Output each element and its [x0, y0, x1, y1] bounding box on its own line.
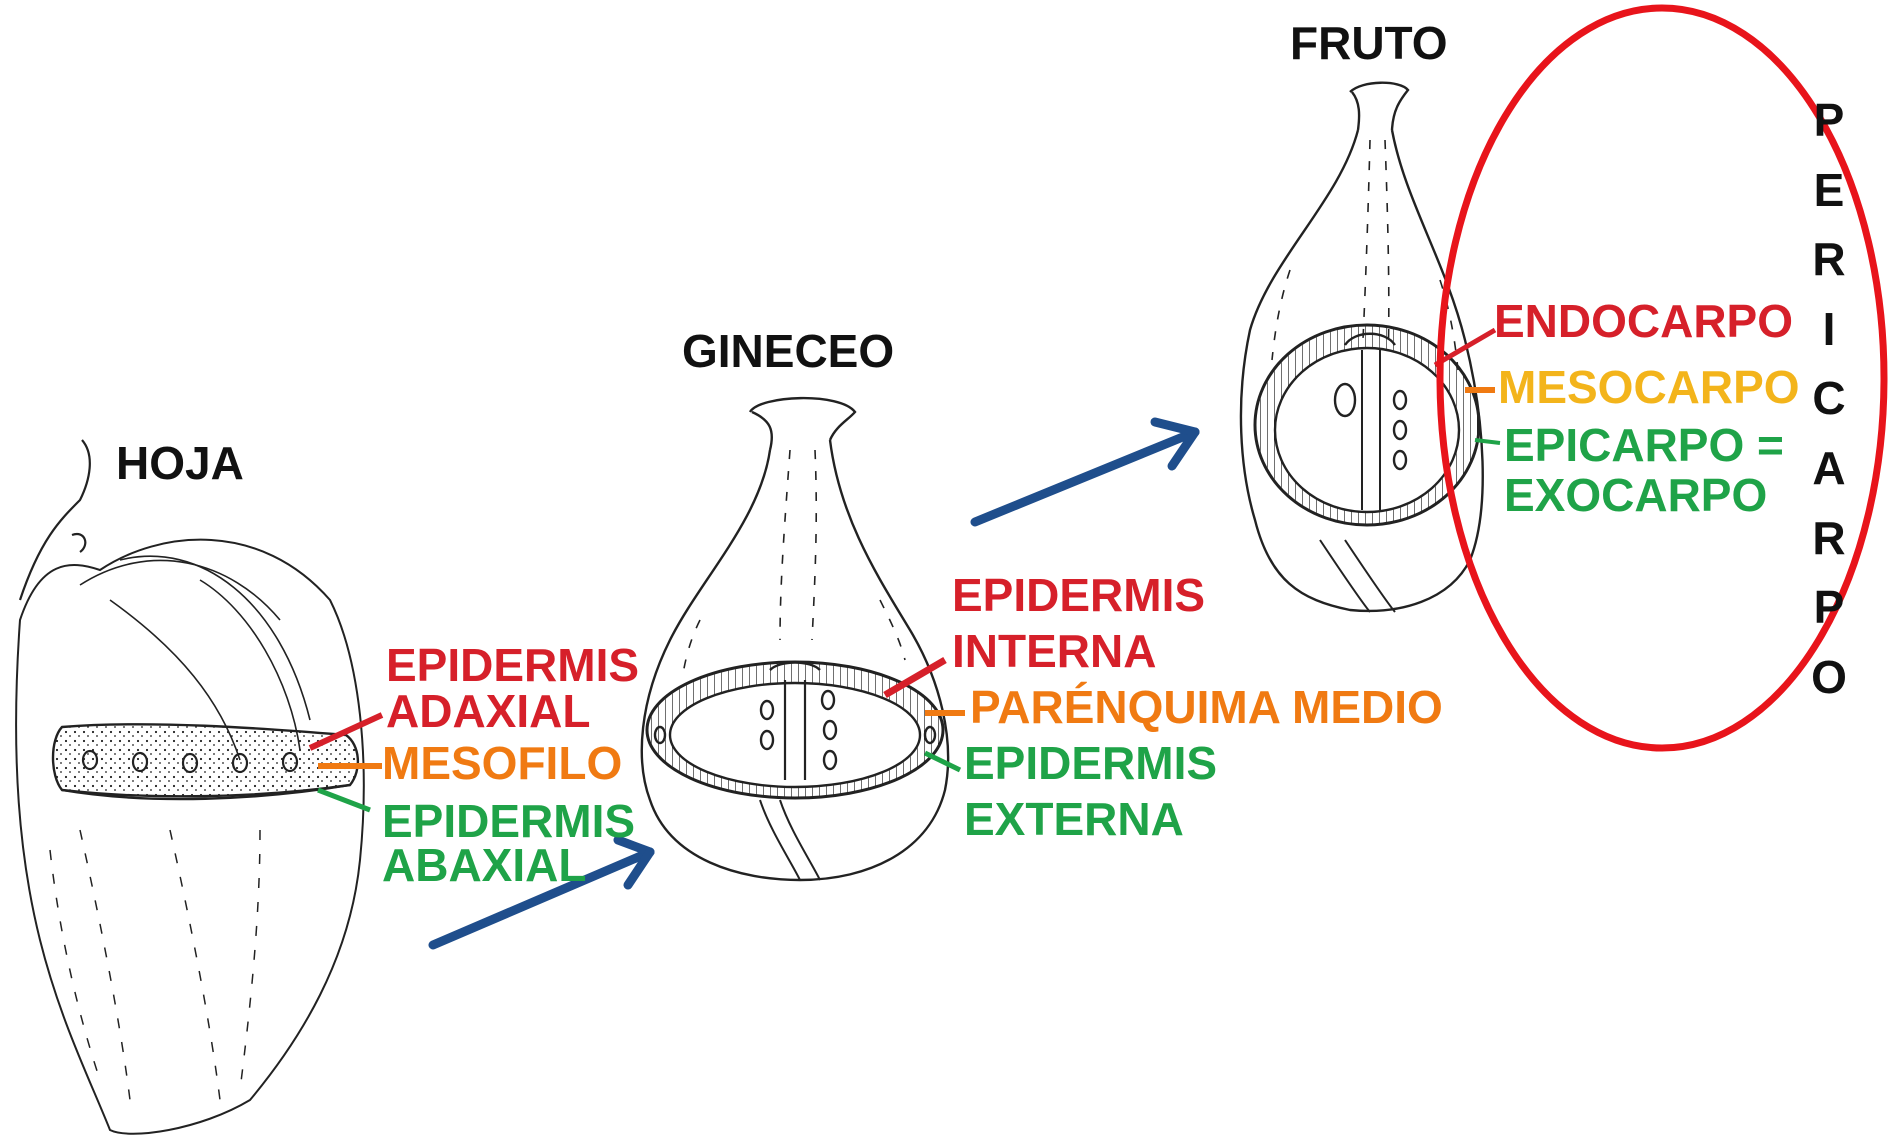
- pistil-epidermis-externa-line1: EPIDERMIS: [964, 740, 1217, 786]
- fruit-mesocarpo-label: MESOCARPO: [1498, 364, 1800, 410]
- pericarpo-letter: P: [1804, 86, 1854, 156]
- leaf-mesofilo-label: MESOFILO: [382, 740, 622, 786]
- leaf-drawing: [16, 440, 364, 1134]
- pistil-epidermis-interna-line2: INTERNA: [952, 628, 1156, 674]
- title-gineceo: GINECEO: [682, 328, 894, 374]
- fruit-endocarpo-label: ENDOCARPO: [1494, 298, 1793, 344]
- arrow-gineceo-to-fruto: [975, 422, 1195, 522]
- pericarpo-letter: R: [1804, 504, 1854, 574]
- leaf-abaxial-pointer: [318, 790, 370, 810]
- pistil-drawing: [642, 398, 948, 880]
- pistil-epidermis-externa-line2: EXTERNA: [964, 796, 1184, 842]
- pistil-externa-pointer: [925, 753, 960, 770]
- fruit-epicarpo-line1: EPICARPO =: [1504, 422, 1784, 468]
- fruit-drawing: [1241, 83, 1483, 612]
- pistil-epidermis-interna-line1: EPIDERMIS: [952, 572, 1205, 618]
- leaf-epidermis-adaxial-line2: ADAXIAL: [386, 688, 590, 734]
- pericarpo-letter: C: [1804, 364, 1854, 434]
- pericarpo-letter: R: [1804, 225, 1854, 295]
- pericarpo-letter: P: [1804, 573, 1854, 643]
- title-fruto: FRUTO: [1290, 20, 1448, 66]
- pericarpo-letter: A: [1804, 434, 1854, 504]
- fruit-exocarpo-line2: EXOCARPO: [1504, 472, 1767, 518]
- leaf-epidermis-adaxial-line1: EPIDERMIS: [386, 642, 639, 688]
- pistil-parenquima-medio-label: PARÉNQUIMA MEDIO: [970, 684, 1443, 730]
- title-hoja: HOJA: [116, 440, 244, 486]
- pericarpo-letter: O: [1804, 643, 1854, 713]
- leaf-epidermis-abaxial-line1: EPIDERMIS: [382, 798, 635, 844]
- pericarpo-letter: I: [1804, 295, 1854, 365]
- pericarpo-letter: E: [1804, 156, 1854, 226]
- leaf-epidermis-abaxial-line2: ABAXIAL: [382, 842, 586, 888]
- pericarpo-vertical-label: P E R I C A R P O: [1804, 86, 1854, 712]
